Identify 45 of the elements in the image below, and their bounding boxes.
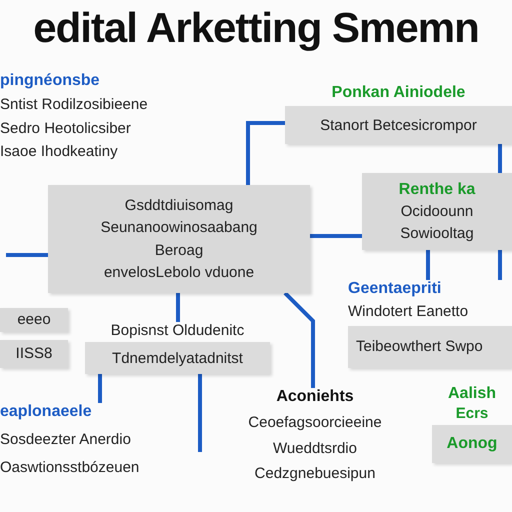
body-text: Wueddtsrdio [273,440,357,457]
body-text: Sedro Heotolicsiber [0,120,131,137]
connector-line [176,293,180,322]
box-text: Seunanoowinosaabang [100,219,258,236]
box-text: envelosLebolo vduone [104,264,254,281]
box-text: Gsddtdiuisomag [124,197,234,214]
connector-line [198,374,202,452]
box-heading: Renthe ka [398,181,476,200]
box-text: IISS8 [16,345,52,363]
process-box [48,185,310,293]
body-text: Cedzgnebuesipun [254,464,376,482]
section-heading: Aalish [448,385,496,404]
body-text: Sosdeezter Anerdio [0,431,131,449]
connector-line [98,374,102,403]
section-heading: eaplonaeele [0,403,92,422]
text-box: Teibeowthert Swpo [348,326,512,368]
section-heading: Ponkan Ainiodele [332,84,466,102]
connector-line [426,250,430,280]
process-box [0,340,68,368]
box-text: Beroag [154,242,204,259]
connector-line [284,292,315,388]
connector-line [310,234,362,238]
box-text: Sowiooltag [400,224,474,242]
connector-line [246,121,285,185]
text-box: Aonog [432,424,512,463]
connector-line [498,144,502,173]
box-text: eeeo [17,311,51,329]
text-box: Stanort Betcesicrompor [285,106,512,144]
process-box [0,308,68,332]
connector-line [498,250,502,280]
section-heading: Aconiehts [276,388,354,406]
body-text: Windotert Eanetto [348,303,468,321]
body-text: Ceoefagsoorcieeine [248,414,382,432]
body-text: Isaoe Ihodkeatiny [0,142,118,160]
connector-line [6,253,48,257]
body-text: Ecrs [456,405,488,423]
box-text: Ocidoounn [400,203,474,221]
body-text: Sntist Rodilzosibieene [0,96,148,114]
process-box [362,173,512,250]
body-text: Oaswtionsstbózeuen [0,458,140,476]
text-box: Tdnemdelyatadnitst [85,342,270,374]
section-heading: Geentaepriti [348,280,442,298]
section-heading: pingnéonsbe [0,72,100,90]
body-text: Bopisnst Oldudenitc [110,322,244,340]
diagram-title: edital Arketting Smemn [32,4,480,52]
